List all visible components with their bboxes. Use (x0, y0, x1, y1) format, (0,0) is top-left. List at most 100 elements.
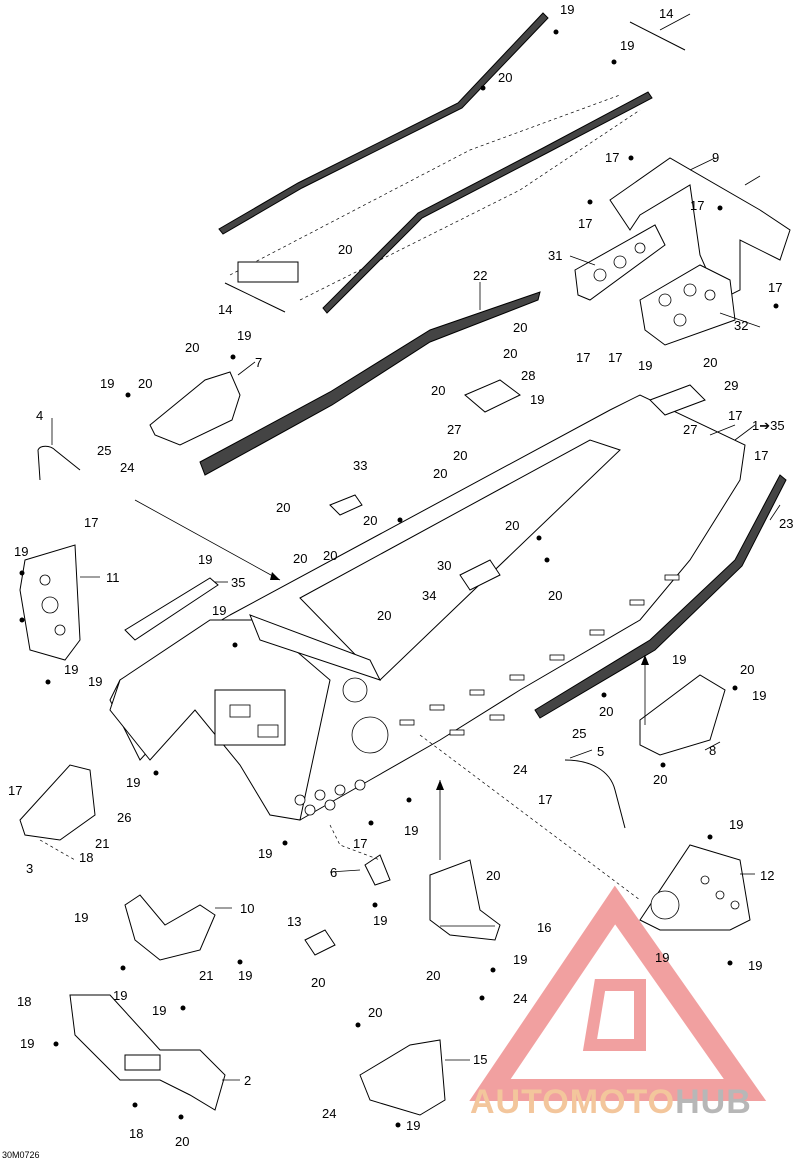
footrest-holes (294, 779, 366, 816)
drawing-code: 30M0726 (2, 1150, 40, 1160)
callout-16: 16 (537, 920, 551, 935)
callout-2: 2 (244, 1073, 251, 1088)
grab-handle-5 (564, 759, 626, 829)
callout-20: 20 (185, 340, 199, 355)
side-plate-12 (639, 844, 751, 931)
callout-22: 22 (473, 268, 487, 283)
plate-33 (329, 494, 363, 516)
callout-19: 19 (198, 552, 212, 567)
callout-14: 14 (659, 6, 673, 21)
callout-19: 19 (406, 1118, 420, 1133)
callout-20: 20 (276, 500, 290, 515)
callout-19: 19 (404, 823, 418, 838)
callout-14: 14 (218, 302, 232, 317)
callout-27: 27 (447, 422, 461, 437)
bracket-16 (429, 859, 501, 941)
brand-part-1: AUTO (470, 1083, 570, 1121)
logo-inner-mark (582, 979, 646, 1051)
callout-33: 33 (353, 458, 367, 473)
callout-19: 19 (238, 968, 252, 983)
callout-17: 17 (754, 448, 768, 463)
plate-28 (464, 379, 521, 413)
callout-20: 20 (453, 448, 467, 463)
footrest-slots (399, 574, 680, 736)
callout-11: 11 (106, 570, 120, 585)
callout-20: 20 (599, 704, 613, 719)
callout-5: 5 (597, 744, 604, 759)
bracket-7 (149, 371, 241, 446)
callout-24: 24 (513, 991, 527, 1006)
callout-17: 17 (728, 408, 742, 423)
callout-19: 19 (530, 392, 544, 407)
watermark-wordmark: AUTOMOTOHUB (470, 1083, 800, 1122)
callout-6: 6 (330, 865, 337, 880)
callout-25: 25 (572, 726, 586, 741)
callout-17: 17 (84, 515, 98, 530)
callout-17: 17 (353, 836, 367, 851)
callout-20: 20 (703, 355, 717, 370)
callout-19: 19 (14, 544, 28, 559)
callout-20: 20 (293, 551, 307, 566)
callout-13: 13 (287, 914, 301, 929)
bracket-8 (639, 674, 726, 756)
callout-19: 19 (373, 913, 387, 928)
callout-20: 20 (431, 383, 445, 398)
callout-19: 19 (748, 958, 762, 973)
callout-10: 10 (240, 901, 254, 916)
callout-labels: 19 14 19 20 17 9 17 17 20 31 17 14 32 22… (8, 2, 793, 1149)
callout-25: 25 (97, 443, 111, 458)
callout-19: 19 (729, 817, 743, 832)
callout-20: 20 (498, 70, 512, 85)
callout-19: 19 (212, 603, 226, 618)
callout-19: 19 (20, 1036, 34, 1051)
bracket-15 (359, 1039, 446, 1116)
callout-20: 20 (433, 466, 447, 481)
plate-35 (124, 577, 219, 641)
slide-rails (218, 12, 686, 314)
callout-4: 4 (36, 408, 43, 423)
callout-20: 20 (505, 518, 519, 533)
callout-19: 19 (560, 2, 574, 17)
watermark-logo (469, 885, 767, 1101)
plate-29 (649, 384, 706, 416)
callout-20: 20 (311, 975, 325, 990)
callout-17: 17 (8, 783, 22, 798)
callout-17: 17 (538, 792, 552, 807)
callout-20: 20 (740, 662, 754, 677)
callout-31: 31 (548, 248, 562, 263)
callout-20: 20 (377, 608, 391, 623)
callout-24: 24 (120, 460, 134, 475)
callout-17: 17 (578, 216, 592, 231)
callout-34: 34 (422, 588, 436, 603)
brand-part-2: MOTO (569, 1083, 676, 1121)
callout-17: 17 (690, 198, 704, 213)
callout-32: 32 (734, 318, 748, 333)
callout-20: 20 (368, 1005, 382, 1020)
callout-19: 19 (113, 988, 127, 1003)
callout-35: 35 (231, 575, 245, 590)
callout-20: 20 (503, 346, 517, 361)
callout-24: 24 (513, 762, 527, 777)
callout-17: 17 (608, 350, 622, 365)
callout-20: 20 (175, 1134, 189, 1149)
callout-19: 19 (88, 674, 102, 689)
callout-19: 19 (100, 376, 114, 391)
callout-20: 20 (138, 376, 152, 391)
callout-20: 20 (323, 548, 337, 563)
callout-21: 21 (199, 968, 213, 983)
callout-20: 20 (513, 320, 527, 335)
callout-20: 20 (426, 968, 440, 983)
callout-20: 20 (548, 588, 562, 603)
callout-19: 19 (752, 688, 766, 703)
callout-19: 19 (74, 910, 88, 925)
callout-8: 8 (709, 743, 716, 758)
runner-23 (534, 474, 787, 719)
leader-lines (51, 13, 781, 1081)
callout-18: 18 (79, 850, 93, 865)
callout-19: 19 (152, 1003, 166, 1018)
plate-13 (304, 929, 336, 956)
rail-block-left (237, 261, 299, 283)
callout-24: 24 (322, 1106, 336, 1121)
runner-22 (199, 291, 541, 476)
callout-20: 20 (486, 868, 500, 883)
